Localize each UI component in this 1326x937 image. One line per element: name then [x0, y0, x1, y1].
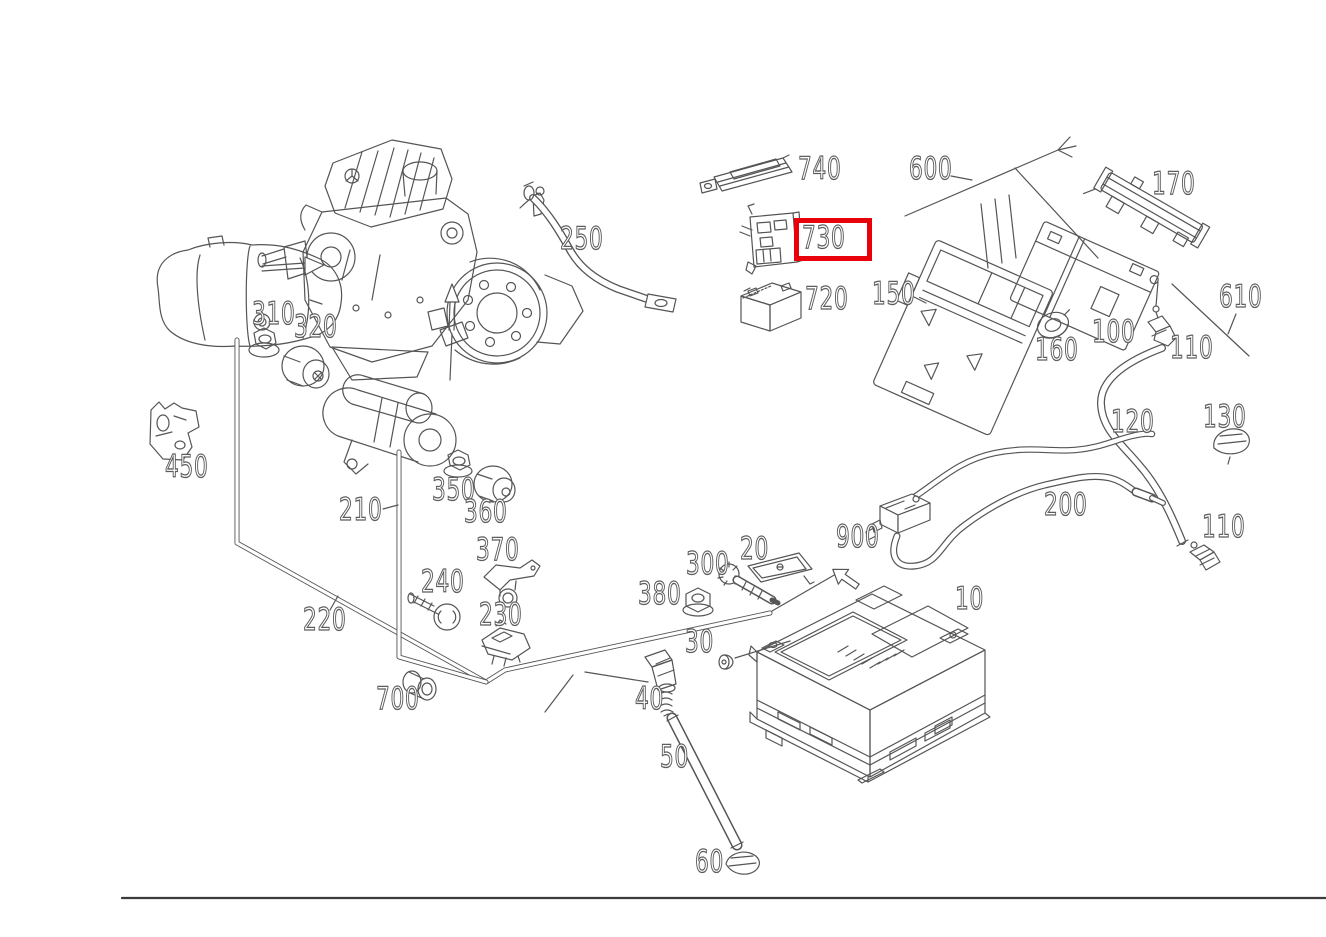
part-label-320: 320 — [294, 309, 338, 345]
part-label-700: 700 — [376, 681, 420, 717]
part-label-20: 20 — [740, 531, 770, 567]
battery-cables-drawing — [234, 296, 927, 713]
bracket-740-drawing — [699, 154, 793, 194]
nut-310-drawing — [248, 327, 280, 358]
bracket-450-drawing — [149, 401, 200, 461]
part-label-60: 60 — [695, 844, 725, 880]
direction-arrow-glyph — [771, 568, 860, 612]
part-label-360: 360 — [464, 494, 508, 530]
clip-130-drawing — [1213, 428, 1250, 465]
cap-60-drawing — [725, 851, 760, 875]
hose-120-drawing — [1096, 344, 1189, 547]
part-label-230: 230 — [479, 597, 523, 633]
elbow-110-lower-drawing — [1189, 541, 1221, 571]
hose-200-drawing — [890, 472, 1166, 570]
part-label-50: 50 — [660, 739, 690, 775]
main-battery-10-drawing — [748, 585, 991, 784]
hose-50-drawing — [666, 712, 744, 851]
part-label-740: 740 — [798, 151, 842, 187]
part-label-150: 150 — [872, 276, 916, 312]
bracket-370-drawing — [483, 559, 541, 608]
part-label-350: 350 — [432, 472, 476, 508]
part-label-210: 210 — [339, 492, 383, 528]
bolt-240-drawing — [407, 592, 461, 631]
part-label-30: 30 — [685, 624, 715, 660]
part-label-200: 200 — [1044, 487, 1088, 523]
part-label-300: 300 — [686, 546, 730, 582]
part-label-610: 610 — [1219, 279, 1263, 315]
pointer-arrow-flywheel — [444, 283, 460, 381]
part-label-600: 600 — [909, 151, 953, 187]
part-label-170: 170 — [1152, 166, 1196, 202]
nut-380-drawing — [682, 587, 714, 617]
engine-drawing — [257, 139, 584, 381]
aux-battery-720-drawing — [740, 282, 802, 332]
elbow-110-upper-drawing — [1147, 281, 1177, 347]
part-label-10: 10 — [955, 581, 985, 617]
part-label-450: 450 — [165, 449, 209, 485]
part-label-250: 250 — [560, 221, 604, 257]
bracket-170-drawing — [1082, 166, 1211, 249]
part-label-100: 100 — [1092, 314, 1136, 350]
part-label-720: 720 — [805, 281, 849, 317]
plug-30-drawing — [718, 640, 791, 670]
bushing-360-drawing — [473, 465, 516, 503]
plate-20-drawing — [747, 552, 815, 585]
rod-610-drawing — [1171, 283, 1250, 357]
part-label-130: 130 — [1203, 399, 1247, 435]
ground-strap-250-drawing — [523, 181, 677, 313]
bolt-300-drawing — [717, 561, 781, 606]
highlight-box-730: 730 — [794, 218, 873, 261]
part-label-110-lower: 110 — [1202, 509, 1246, 545]
part-label-900: 900 — [836, 519, 880, 555]
part-label-160: 160 — [1035, 332, 1079, 368]
part-label-110-upper: 110 — [1170, 330, 1214, 366]
part-label-370: 370 — [476, 532, 520, 568]
part-label-240: 240 — [421, 564, 465, 600]
aux-battery-100-drawing — [1009, 221, 1160, 351]
part-label-120: 120 — [1111, 404, 1155, 440]
bushing-700-drawing — [402, 670, 437, 701]
starter-drawing — [322, 374, 457, 475]
part-label-40: 40 — [635, 681, 665, 717]
nut-350-drawing — [443, 449, 473, 478]
pointer-arrow-left — [261, 256, 325, 276]
clamp-230-drawing — [481, 619, 531, 667]
battery-box-150-drawing — [873, 240, 1053, 436]
cable-lines-600 — [904, 136, 1099, 269]
part-label-220: 220 — [303, 602, 347, 638]
alternator-drawing — [156, 235, 343, 348]
terminal-connector-900-drawing — [865, 430, 1156, 541]
part-label-310: 310 — [252, 296, 296, 332]
part-label-380: 380 — [638, 576, 682, 612]
bushing-320-drawing — [281, 345, 330, 389]
part-label-730: 730 — [802, 220, 846, 256]
elbow-40-drawing — [644, 649, 677, 717]
